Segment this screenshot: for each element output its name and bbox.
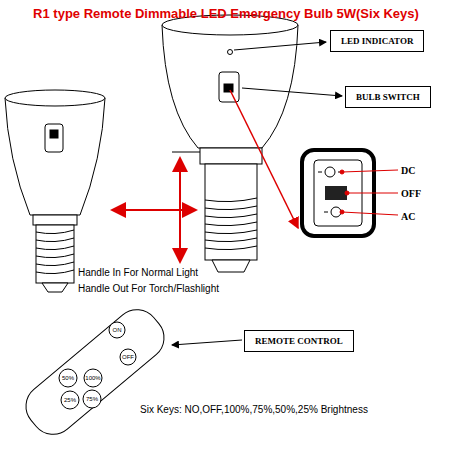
keys-note: Six Keys: NO,OFF,100%,75%,50%,25% Bright…: [140, 404, 368, 415]
remote-buttons: [59, 322, 136, 409]
button-label: 100%: [85, 375, 100, 381]
button-label: 50%: [62, 375, 74, 381]
screw-thread: [205, 222, 257, 226]
box-label: LED INDICATOR: [341, 36, 413, 46]
center-bulb: [162, 15, 298, 272]
title: R1 type Remote Dimmable LED Emergency Bu…: [33, 6, 419, 21]
button-label: OFF: [122, 354, 134, 360]
handle-note: Handle In For Normal Light: [78, 267, 198, 278]
screw-thread: [36, 262, 74, 266]
left-bulb: [5, 90, 105, 292]
label-box: BULB SWITCH: [345, 86, 431, 108]
screw-thread: [36, 238, 74, 242]
screw-thread: [36, 254, 74, 258]
label-box: LED INDICATOR: [330, 30, 424, 52]
switch-position: OFF: [401, 188, 421, 199]
button-label: ON: [113, 327, 122, 333]
remote-control: [17, 301, 173, 444]
switch-position: AC: [401, 211, 415, 222]
button-label: 25%: [64, 397, 76, 403]
box-label: REMOTE CONTROL: [255, 336, 343, 346]
handle-note: Handle Out For Torch/Flashlight: [78, 283, 219, 294]
button-label: 75%: [86, 396, 98, 402]
handle-travel-arrow: [112, 152, 200, 262]
box-label: BULB SWITCH: [356, 92, 420, 102]
screw-thread: [205, 198, 257, 202]
screw-thread: [205, 230, 257, 234]
screw-thread: [36, 230, 74, 234]
screw-thread: [205, 246, 257, 250]
switch-closeup: [302, 150, 398, 236]
screw-thread: [205, 214, 257, 218]
screw-thread: [205, 206, 257, 210]
screw-thread: [36, 246, 74, 250]
screw-thread: [36, 270, 74, 274]
switch-position: DC: [401, 165, 415, 176]
screw-thread: [205, 238, 257, 242]
label-box: REMOTE CONTROL: [244, 330, 354, 352]
